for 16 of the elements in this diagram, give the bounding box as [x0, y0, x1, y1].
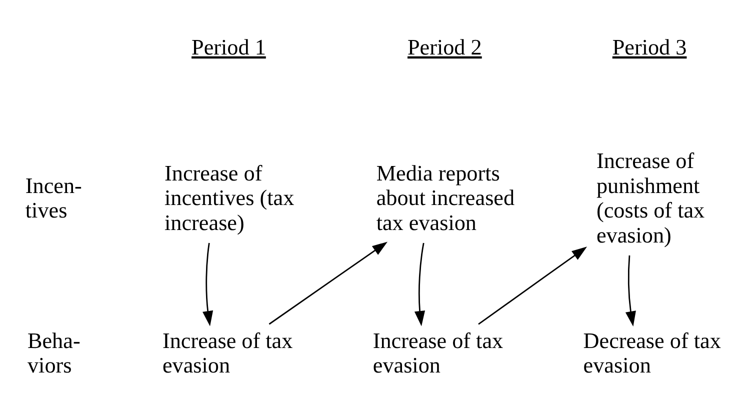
node-text: Decrease of tax evasion [583, 327, 721, 378]
arrow [268, 241, 388, 324]
label: Period 2 [407, 34, 482, 59]
node-text: Increase of tax evasion [162, 327, 293, 378]
node-text: Increase of tax evasion [372, 327, 504, 378]
arrow [625, 254, 636, 326]
node-text: Increase of punishment (costs of tax evasion) [596, 147, 705, 248]
node-text: Media reports about increased tax evasion [376, 160, 515, 235]
arrow [202, 242, 214, 326]
node-text: Increase of incentives (tax increase) [164, 160, 294, 235]
arrow [478, 246, 588, 324]
label: Incen- tives [25, 172, 82, 222]
label: Period 1 [192, 34, 266, 59]
arrow [414, 242, 426, 326]
label: Beha- viors [27, 327, 80, 378]
label: Period 3 [612, 34, 687, 59]
